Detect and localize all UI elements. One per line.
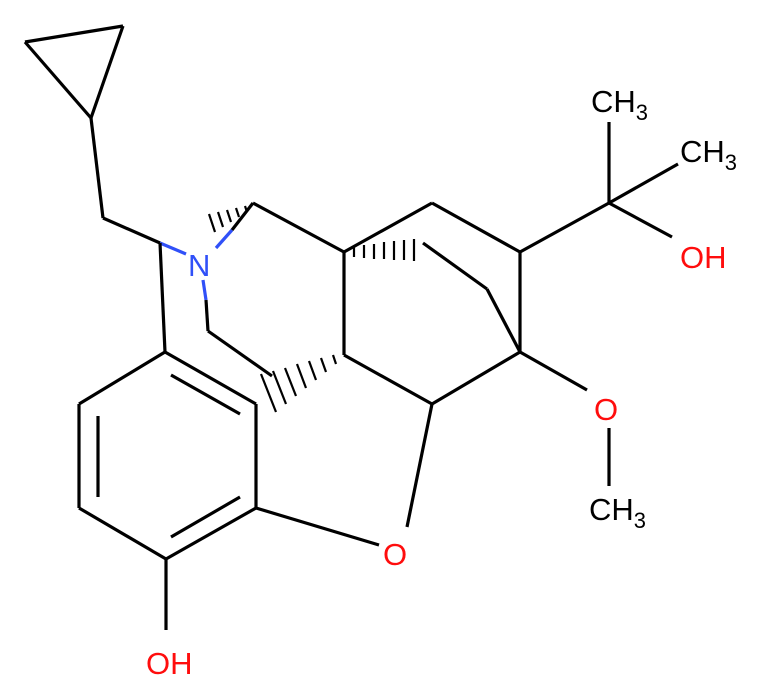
bond: [78, 506, 167, 561]
bond: [170, 373, 241, 416]
bond: [431, 350, 521, 406]
top-methyl-main: CH: [591, 84, 636, 119]
bond: [102, 216, 161, 245]
bond: [230, 202, 255, 231]
methoxy-methyl-subscript: 3: [634, 508, 646, 533]
bond: [78, 350, 166, 406]
nitrogen-atom-label: N: [188, 248, 210, 283]
bond: [519, 201, 610, 254]
bond: [519, 350, 588, 392]
bond: [422, 241, 488, 291]
bond: [89, 25, 125, 119]
bond: [252, 201, 345, 254]
bond: [204, 299, 210, 332]
bond: [255, 506, 380, 547]
methoxy-methyl-main: CH: [589, 492, 634, 527]
bond: [431, 201, 521, 254]
bond: [165, 506, 257, 561]
bond: [89, 117, 105, 219]
bond-group: [23, 24, 679, 630]
bond: [24, 24, 124, 44]
phenol-hydroxyl-label: OH: [146, 646, 193, 681]
right-methyl-subscript: 3: [725, 150, 737, 175]
bond: [159, 241, 187, 256]
tertiary-hydroxyl-label: OH: [680, 240, 727, 275]
top-methyl-label: CH3: [591, 84, 648, 125]
bond: [201, 279, 208, 301]
right-methyl-main: CH: [680, 134, 725, 169]
bond: [608, 201, 673, 239]
bond: [164, 350, 257, 406]
bond: [23, 40, 93, 120]
bond: [158, 242, 167, 353]
top-methyl-subscript: 3: [636, 100, 648, 125]
methoxy-methyl-label: CH3: [589, 492, 646, 533]
bond: [170, 495, 241, 539]
hashed-wedge-bonds: [207, 205, 416, 413]
bond: [405, 403, 434, 528]
methoxy-oxygen-label: O: [594, 392, 618, 427]
bond: [343, 353, 433, 406]
bridge-oxygen-label: O: [383, 537, 407, 572]
bond: [207, 329, 273, 378]
bond: [214, 228, 234, 250]
bond: [485, 288, 522, 353]
bond: [608, 162, 679, 205]
bond: [343, 201, 433, 254]
right-methyl-label: CH3: [680, 134, 737, 175]
